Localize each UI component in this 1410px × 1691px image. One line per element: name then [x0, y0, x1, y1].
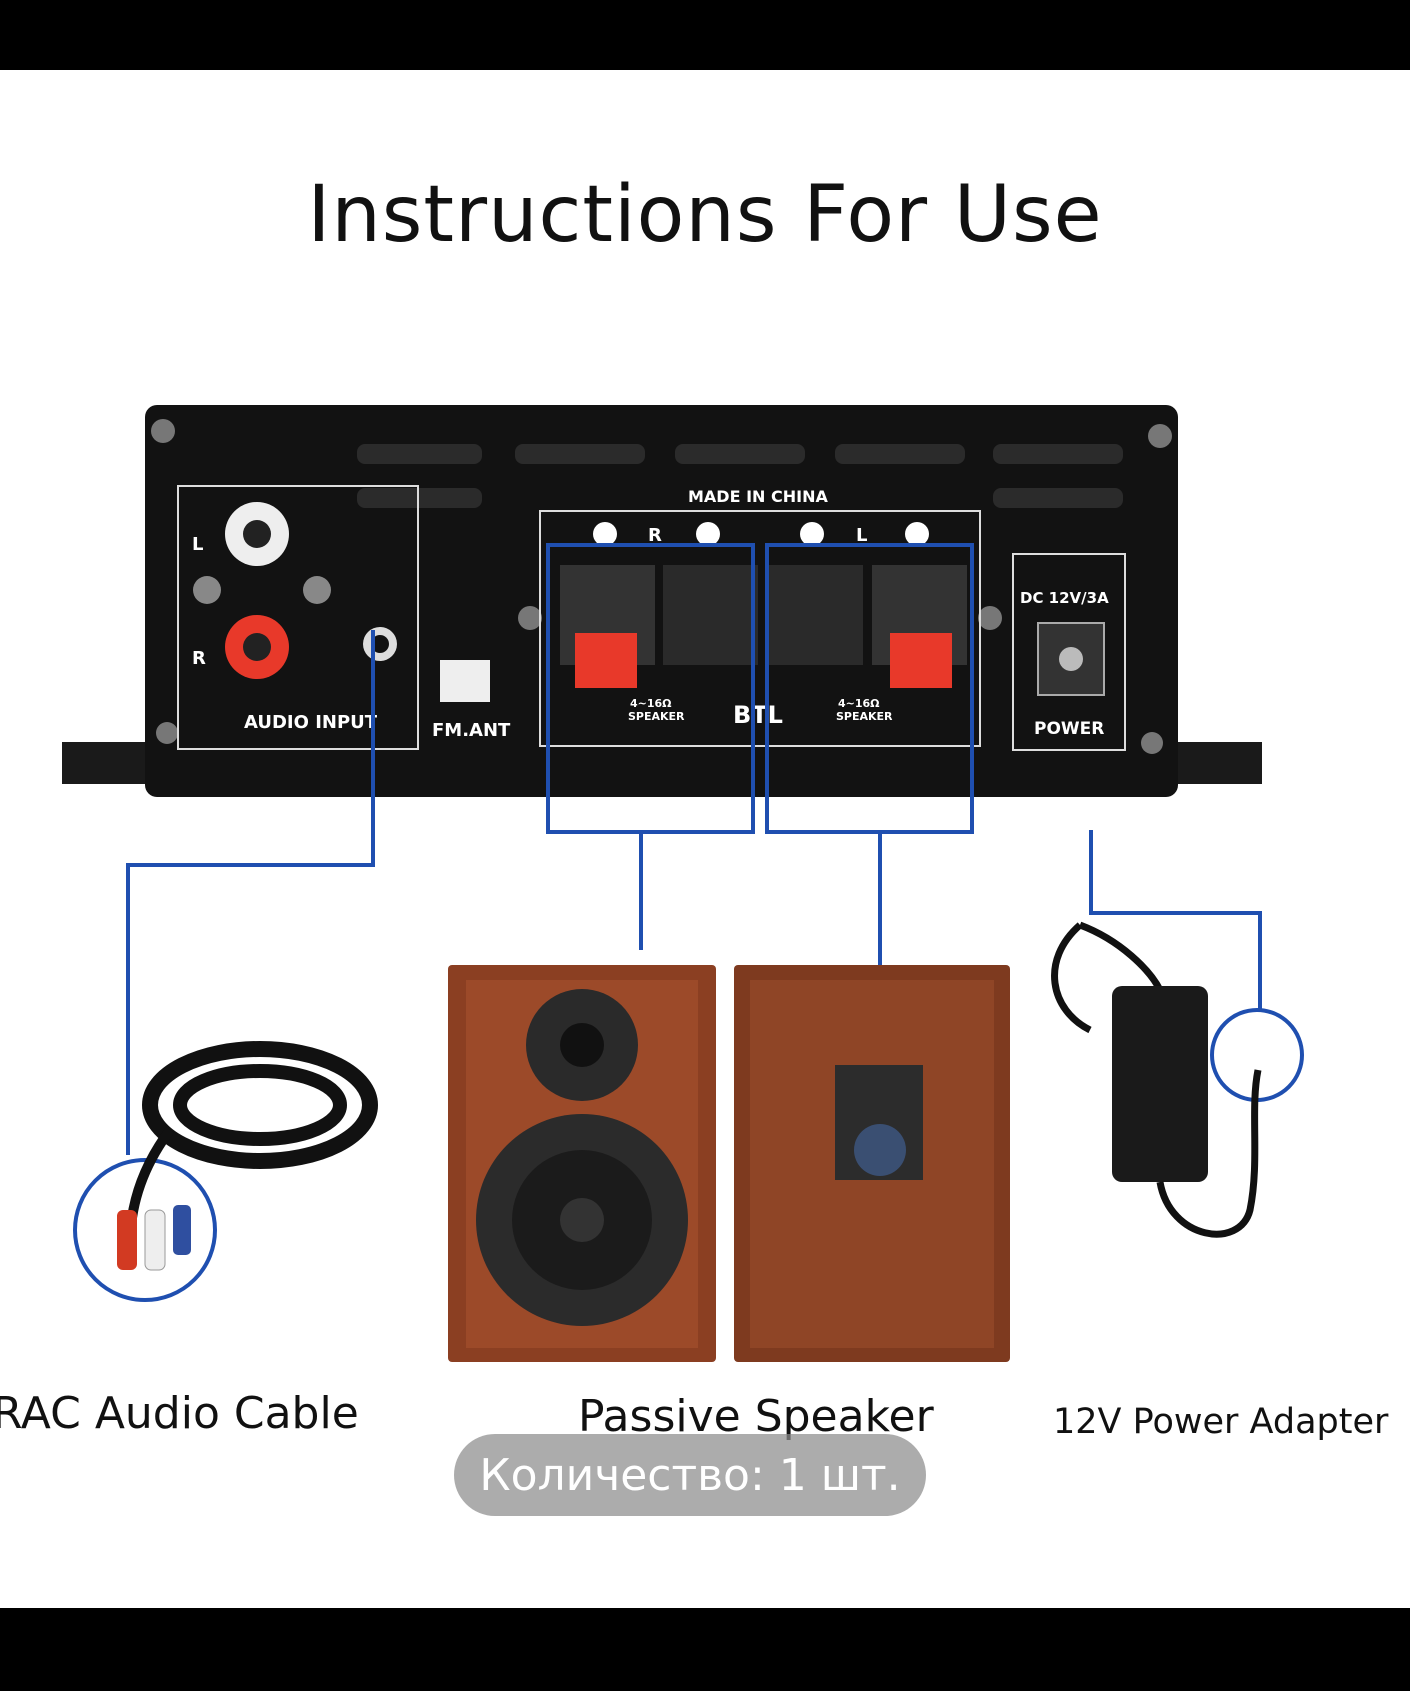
caption-passive-speaker: Passive Speaker [578, 1391, 934, 1442]
amplifier-rear-panel: L R AUDIO INPUT FM.ANT MADE IN CHINA R L… [62, 405, 1262, 797]
connection-lines [73, 543, 1304, 1302]
fm-ant-label: FM.ANT [432, 720, 511, 741]
photo-headline: Instructions For Use [307, 170, 1103, 260]
power-adapter [1051, 921, 1262, 1238]
impedance-r-label: 4~16Ω [630, 697, 672, 710]
dc-rating-label: DC 12V/3A [1020, 589, 1109, 607]
terminal-l-label: L [856, 525, 867, 546]
right-channel-label: R [192, 648, 206, 669]
terminal-r-label: R [648, 525, 662, 546]
speaker-l-label: SPEAKER [836, 710, 893, 723]
btl-label: BTL [733, 701, 783, 729]
product-illustration: L R AUDIO INPUT FM.ANT MADE IN CHINA R L… [62, 405, 1304, 1362]
caption-power-adapter: 12V Power Adapter [1053, 1402, 1389, 1442]
power-label: POWER [1034, 719, 1104, 739]
left-channel-label: L [192, 534, 203, 555]
caption-rca-cable: RAC Audio Cable [0, 1388, 359, 1439]
rca-cable [117, 1041, 378, 1271]
product-photo[interactable]: L R AUDIO INPUT FM.ANT MADE IN CHINA R L… [0, 70, 1410, 1608]
passive-speaker-back [734, 965, 1010, 1362]
made-in-label: MADE IN CHINA [688, 487, 828, 506]
top-bar [0, 0, 1410, 70]
passive-speaker-front [448, 965, 716, 1362]
audio-input-label: AUDIO INPUT [244, 712, 378, 733]
speaker-r-label: SPEAKER [628, 710, 685, 723]
bottom-bar [0, 1608, 1410, 1691]
impedance-l-label: 4~16Ω [838, 697, 880, 710]
quantity-badge: Количество: 1 шт. [454, 1434, 926, 1516]
